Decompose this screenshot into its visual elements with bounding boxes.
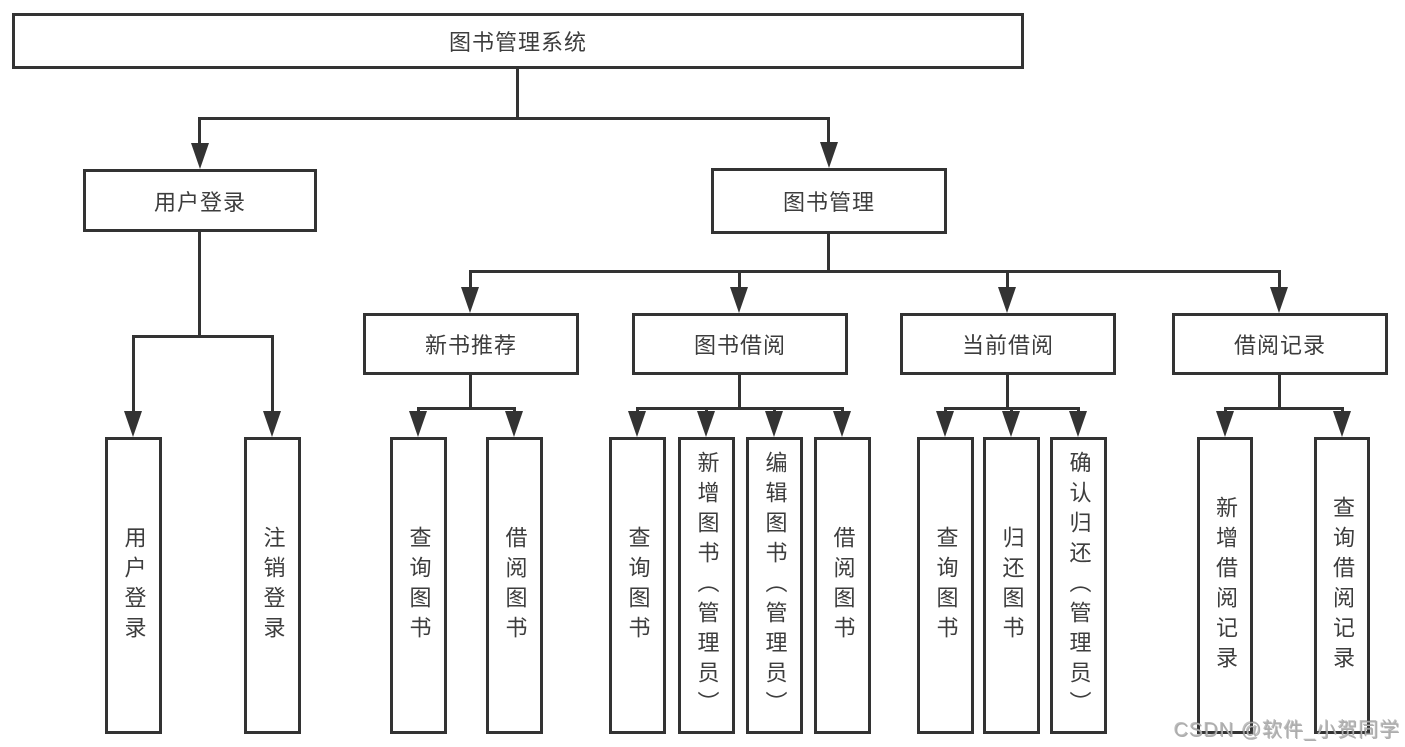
node-book-management-label: 图书管理 bbox=[782, 190, 875, 215]
leaf-borrow-books-1: 借阅图书 bbox=[486, 437, 543, 734]
leaf-query-books-2: 查询图书 bbox=[609, 437, 666, 734]
node-user-login: 用户登录 bbox=[83, 169, 317, 232]
leaf-return-book: 归还图书 bbox=[983, 437, 1040, 734]
arrowhead bbox=[697, 411, 715, 437]
arrowhead bbox=[628, 411, 646, 437]
connector-level3-rail bbox=[469, 270, 1281, 273]
leaf-confirm-return-admin: 确认归还（管理员） bbox=[1050, 437, 1107, 734]
leaf-confirm-return-admin-label: 确认归还（管理员） bbox=[1066, 450, 1092, 721]
leaf-query-books-1: 查询图书 bbox=[390, 437, 447, 734]
node-book-borrow: 图书借阅 bbox=[632, 313, 848, 375]
leaf-borrow-books-2-label: 借阅图书 bbox=[830, 525, 856, 646]
connector-rail bbox=[417, 407, 516, 410]
leaf-add-book-admin: 新增图书（管理员） bbox=[678, 437, 735, 734]
node-root-label: 图书管理系统 bbox=[448, 30, 587, 55]
connector-stem bbox=[1278, 270, 1281, 292]
arrowhead bbox=[1216, 411, 1234, 437]
arrowhead bbox=[409, 411, 427, 437]
connector-stem bbox=[132, 335, 135, 415]
connector-stem bbox=[271, 335, 274, 415]
leaf-user-login-label: 用户登录 bbox=[121, 525, 147, 646]
arrowhead bbox=[936, 411, 954, 437]
connector-drop bbox=[1278, 375, 1281, 407]
connector-rail bbox=[636, 407, 844, 410]
leaf-edit-book-admin-label: 编辑图书（管理员） bbox=[762, 450, 788, 721]
connector-rail bbox=[1224, 407, 1344, 410]
leaf-query-books-3: 查询图书 bbox=[917, 437, 974, 734]
arrowhead bbox=[730, 287, 748, 313]
leaf-logout-label: 注销登录 bbox=[260, 525, 286, 646]
connector-stem bbox=[469, 270, 472, 292]
arrowhead bbox=[191, 143, 209, 169]
arrowhead bbox=[998, 287, 1016, 313]
leaf-add-borrow-record: 新增借阅记录 bbox=[1197, 437, 1253, 734]
leaf-query-books-1-label: 查询图书 bbox=[406, 525, 432, 646]
leaf-logout: 注销登录 bbox=[244, 437, 301, 734]
arrowhead bbox=[1270, 287, 1288, 313]
arrowhead bbox=[1333, 411, 1351, 437]
node-root: 图书管理系统 bbox=[12, 13, 1024, 69]
node-borrow-records: 借阅记录 bbox=[1172, 313, 1388, 375]
node-current-borrow-label: 当前借阅 bbox=[961, 333, 1054, 358]
leaf-query-books-3-label: 查询图书 bbox=[933, 525, 959, 646]
leaf-add-borrow-record-label: 新增借阅记录 bbox=[1213, 495, 1238, 676]
node-borrow-records-label: 借阅记录 bbox=[1233, 333, 1326, 358]
connector-drop bbox=[1006, 375, 1009, 407]
leaf-edit-book-admin: 编辑图书（管理员） bbox=[746, 437, 803, 734]
arrowhead bbox=[461, 287, 479, 313]
leaf-query-borrow-record: 查询借阅记录 bbox=[1314, 437, 1370, 734]
connector-drop bbox=[738, 375, 741, 407]
arrowhead bbox=[124, 411, 142, 437]
leaf-query-books-2-label: 查询图书 bbox=[625, 525, 651, 646]
leaf-borrow-books-1-label: 借阅图书 bbox=[502, 525, 528, 646]
arrowhead bbox=[833, 411, 851, 437]
connector-level2-rail bbox=[198, 117, 830, 120]
csdn-watermark: CSDN @软件_小贺同学 bbox=[1174, 720, 1401, 742]
arrowhead bbox=[505, 411, 523, 437]
node-book-borrow-label: 图书借阅 bbox=[693, 333, 786, 358]
arrowhead bbox=[765, 411, 783, 437]
node-new-book-recommend: 新书推荐 bbox=[363, 313, 579, 375]
node-current-borrow: 当前借阅 bbox=[900, 313, 1116, 375]
leaf-user-login: 用户登录 bbox=[105, 437, 162, 734]
connector-stem bbox=[827, 117, 830, 147]
node-new-book-recommend-label: 新书推荐 bbox=[424, 333, 517, 358]
leaf-add-book-admin-label: 新增图书（管理员） bbox=[694, 450, 720, 721]
connector-drop bbox=[198, 232, 201, 335]
arrowhead bbox=[1002, 411, 1020, 437]
connector-rail bbox=[132, 335, 274, 338]
connector-stem bbox=[738, 270, 741, 292]
connector-stem bbox=[198, 117, 201, 147]
leaf-borrow-books-2: 借阅图书 bbox=[814, 437, 871, 734]
node-user-login-label: 用户登录 bbox=[153, 189, 246, 215]
connector-root-drop bbox=[516, 69, 519, 117]
leaf-query-borrow-record-label: 查询借阅记录 bbox=[1330, 495, 1355, 676]
arrowhead bbox=[263, 411, 281, 437]
arrowhead bbox=[1069, 411, 1087, 437]
leaf-return-book-label: 归还图书 bbox=[999, 525, 1025, 646]
arrowhead bbox=[820, 142, 838, 168]
node-book-management: 图书管理 bbox=[711, 168, 947, 234]
connector-stem bbox=[1006, 270, 1009, 292]
connector-drop bbox=[469, 375, 472, 407]
connector-drop bbox=[827, 234, 830, 270]
